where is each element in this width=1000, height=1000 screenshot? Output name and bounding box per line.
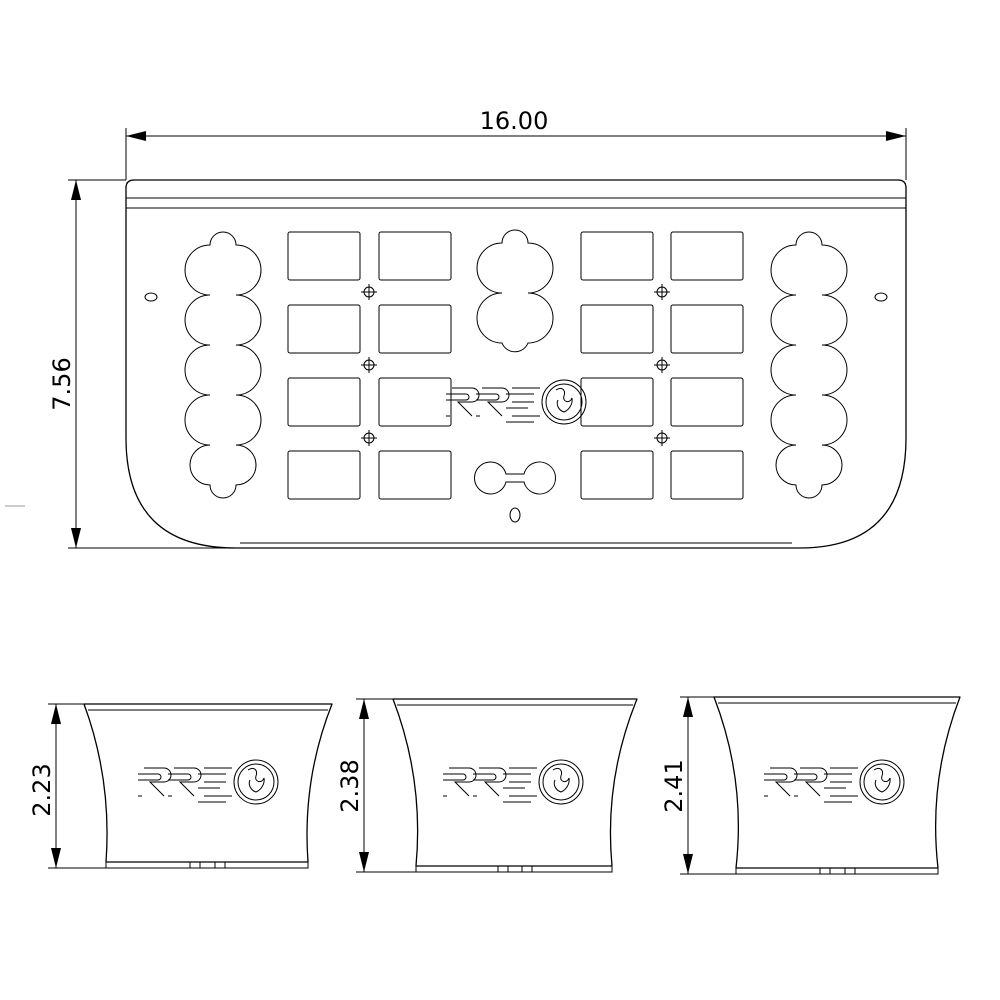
side-mount-slot (874, 292, 888, 302)
rre-logo (442, 759, 584, 805)
height-dimension: 2.38 (336, 698, 416, 873)
side-view-1: 2.23 (28, 703, 333, 869)
center-dogbone-slot (474, 461, 556, 495)
side-view-2: 2.38 (336, 698, 638, 873)
rre-logo (763, 759, 905, 805)
main-view: 16.00 7.56 (5, 107, 907, 549)
side-mount-slot (144, 292, 158, 302)
switch-cutouts-right (580, 231, 744, 500)
width-dimension: 16.00 (125, 107, 907, 180)
rre-logo (445, 379, 587, 425)
cable-chain-slot-left (184, 231, 262, 499)
rre-logo (137, 759, 279, 805)
height-label: 2.41 (660, 759, 688, 812)
height-dimension: 2.23 (28, 703, 106, 869)
cable-chain-slot-center (476, 229, 554, 353)
bottom-mount-slot (509, 507, 521, 523)
plate-outline (125, 179, 907, 549)
side-view-3: 2.41 (660, 696, 961, 875)
switch-cutouts-left (287, 231, 452, 500)
height-label: 2.38 (336, 759, 364, 812)
width-label: 16.00 (480, 107, 549, 135)
cable-chain-slot-right (770, 231, 848, 499)
height-label: 2.23 (28, 763, 56, 816)
height-label: 7.56 (48, 357, 76, 410)
screw-holes (361, 284, 670, 446)
height-dimension: 2.41 (660, 696, 736, 875)
height-dimension: 7.56 (48, 179, 236, 549)
